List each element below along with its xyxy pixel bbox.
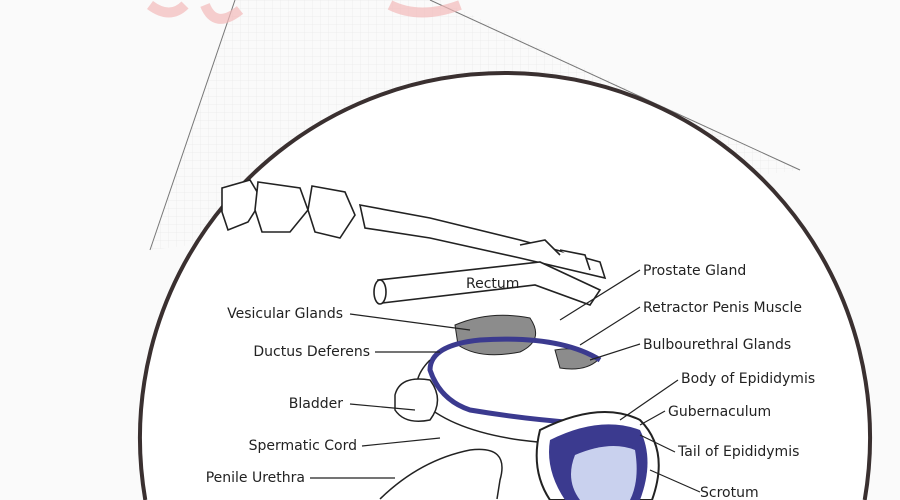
label-spermatic-cord: Spermatic Cord [249, 438, 357, 454]
label-penile-urethra: Penile Urethra [206, 470, 305, 486]
bladder-shape [394, 378, 439, 422]
label-bulbourethral-glands: Bulbourethral Glands [643, 337, 791, 353]
cone-edge-left [149, 0, 236, 251]
pink-decoration [147, 0, 462, 24]
penis-shape [379, 448, 503, 500]
ductus-deferens-shape [427, 336, 641, 428]
label-vesicular-glands: Vesicular Glands [227, 306, 343, 322]
magnifier-circle [138, 71, 872, 500]
label-tail-of-epididymis: Tail of Epididymis [677, 444, 799, 460]
label-body-of-epididymis: Body of Epididymis [681, 371, 815, 387]
vesicular-gland-shape [454, 314, 537, 356]
label-ductus-deferens: Ductus Deferens [253, 344, 370, 360]
testis-shape [571, 446, 637, 500]
label-scrotum: Scrotum [700, 485, 759, 500]
label-retractor-penis-muscle: Retractor Penis Muscle [643, 300, 802, 316]
label-bladder: Bladder [289, 396, 343, 412]
spine-vertebrae [221, 179, 607, 280]
leader-lines [310, 269, 701, 493]
cone-edge-right [429, 0, 801, 171]
label-gubernaculum: Gubernaculum [668, 404, 771, 420]
rectum [373, 261, 602, 306]
label-rectum: Rectum [466, 276, 519, 292]
label-prostate-gland: Prostate Gland [643, 263, 746, 279]
